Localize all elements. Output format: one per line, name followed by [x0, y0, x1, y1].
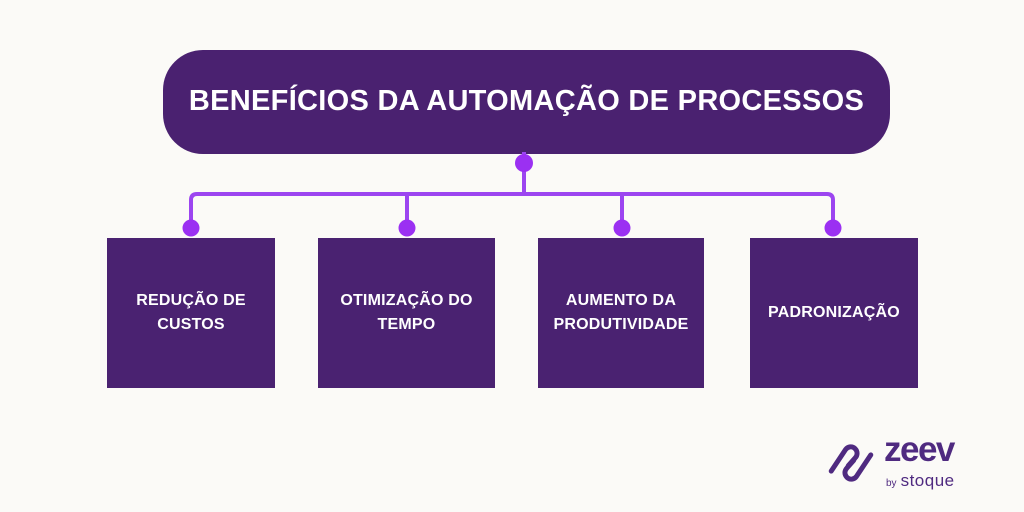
benefit-box-padronizacao: PADRONIZAÇÃO [750, 238, 918, 388]
connector-dot-3 [613, 219, 631, 237]
connector-dot-root [515, 154, 533, 172]
page-title: BENEFÍCIOS DA AUTOMAÇÃO DE PROCESSOS [188, 84, 865, 117]
zeev-logo: zeev by stoque [824, 430, 955, 491]
zeev-logo-text: zeev by stoque [884, 430, 955, 491]
benefit-box-otimizacao-do-tempo: OTIMIZAÇÃO DO TEMPO [318, 238, 495, 388]
connector-dot-1 [182, 219, 200, 237]
byline-prefix: by [886, 477, 897, 489]
zeev-logo-icon [828, 444, 874, 482]
benefit-label: OTIMIZAÇÃO DO TEMPO [340, 292, 473, 333]
benefit-label: PADRONIZAÇÃO [768, 304, 900, 321]
connector-dot-2 [398, 219, 416, 237]
zeev-byline: by stoque [886, 471, 955, 491]
benefit-box-aumento-da-produtividade: AUMENTO DA PRODUTIVIDADE [538, 238, 704, 388]
zeev-brand-name: zeev [884, 430, 955, 469]
benefit-box-reducao-de-custos: REDUÇÃO DE CUSTOS [107, 238, 275, 388]
connector-rail [189, 192, 835, 226]
connector-dot-4 [824, 219, 842, 237]
benefit-label: REDUÇÃO DE CUSTOS [136, 292, 246, 333]
byline-company: stoque [900, 470, 955, 490]
benefit-label: AUMENTO DA PRODUTIVIDADE [553, 292, 689, 333]
title-banner: BENEFÍCIOS DA AUTOMAÇÃO DE PROCESSOS [163, 50, 890, 154]
